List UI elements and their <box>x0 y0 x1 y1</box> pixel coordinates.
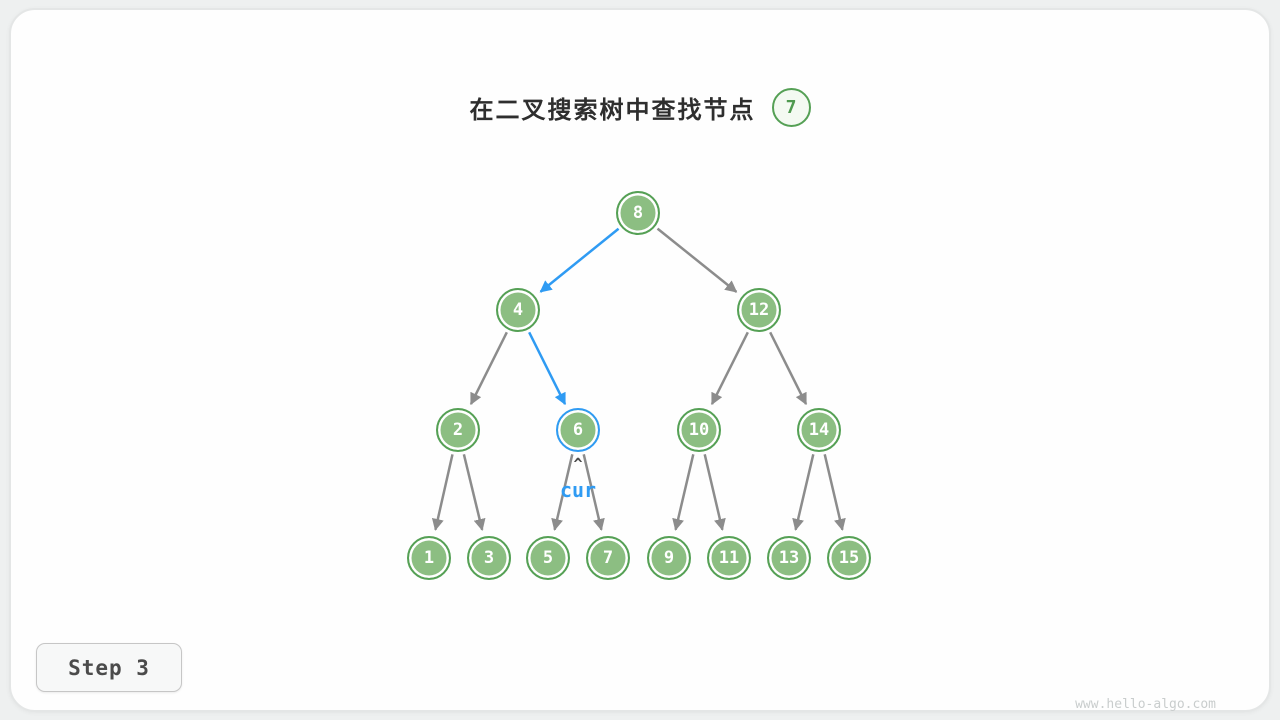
cur-pointer: ^ cur <box>538 455 618 503</box>
caret-up-icon: ^ <box>573 455 583 473</box>
tree-edge-6-5 <box>551 454 574 531</box>
tree-edge-8-12 <box>656 227 738 293</box>
step-indicator: Step 3 <box>36 643 182 692</box>
tree-edge-8-4 <box>539 227 620 293</box>
tree-edge-2-1 <box>431 454 454 531</box>
diagram-title: 在二叉搜索树中查找节点 <box>469 96 756 124</box>
tree-edge-4-2 <box>469 331 508 406</box>
tree-edge-10-11 <box>703 454 726 531</box>
diagram-title-row: 在二叉搜索树中查找节点 7 <box>0 88 1280 127</box>
tree-edge-12-10 <box>710 331 749 406</box>
search-target-badge: 7 <box>771 88 811 127</box>
tree-edge-14-15 <box>823 454 846 531</box>
tree-edge-4-6 <box>528 331 567 406</box>
watermark: www.hello-algo.com <box>1075 697 1216 712</box>
tree-edge-6-7 <box>582 454 605 531</box>
background-card <box>9 8 1271 712</box>
tree-edge-2-3 <box>462 454 486 531</box>
tree-edge-14-13 <box>792 454 815 531</box>
cur-label: cur <box>559 478 597 502</box>
tree-edge-12-14 <box>769 331 808 406</box>
tree-edge-10-9 <box>672 454 695 531</box>
step-indicator-label: Step 3 <box>68 655 150 680</box>
